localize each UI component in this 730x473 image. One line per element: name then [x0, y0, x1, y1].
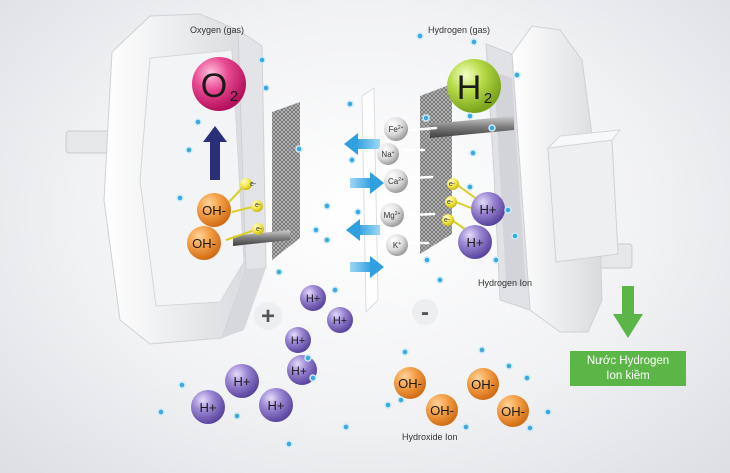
badge-line-2: Ion kiềm: [606, 369, 650, 382]
svg-text:H+: H+: [306, 293, 320, 305]
membrane: [361, 87, 379, 314]
oxygen-up-arrow: [203, 126, 227, 180]
flow-arrow-left: [344, 133, 380, 155]
hydroxide-ion: OH-: [467, 368, 499, 400]
positive-sign: +: [254, 302, 282, 330]
hydrogen-ion: H+: [285, 327, 311, 353]
svg-text:OH-: OH-: [430, 403, 454, 418]
output-down-arrow: [613, 286, 643, 338]
hydrogen-ion: H+: [458, 225, 492, 259]
cathode-mesh: [420, 84, 452, 254]
svg-text:H+: H+: [234, 374, 251, 389]
hydrogen-gas-label: Hydrogen (gas): [428, 25, 491, 35]
o2-molecule: O 2: [192, 57, 246, 111]
cathode-rod: [430, 116, 514, 138]
svg-text:H+: H+: [268, 398, 285, 413]
electron: e-: [252, 223, 264, 235]
water-particles: [157, 32, 552, 448]
svg-text:e-: e-: [255, 202, 262, 209]
electron: e-: [447, 178, 459, 190]
svg-text:H+: H+: [480, 202, 497, 217]
svg-text:OH-: OH-: [398, 376, 422, 391]
svg-text:O: O: [201, 67, 227, 105]
hydroxide-ion: OH-: [497, 395, 529, 427]
svg-text:e-: e-: [256, 226, 263, 233]
svg-text:H: H: [457, 69, 482, 107]
hydrogen-ion: H+: [327, 307, 353, 333]
hydroxide-ion: OH-: [197, 193, 231, 227]
mineral-ion: Fe2+: [384, 117, 408, 141]
oxygen-gas-label: Oxygen (gas): [190, 25, 245, 35]
svg-text:e-: e-: [250, 181, 257, 188]
svg-text:Mg2+: Mg2+: [384, 211, 401, 220]
hydroxide-ion: OH-: [426, 394, 458, 426]
svg-text:Fe2+: Fe2+: [388, 125, 403, 134]
electron: e-: [445, 196, 457, 208]
alkaline-water-badge: Nước Hydrogen Ion kiềm: [570, 351, 686, 386]
svg-text:2: 2: [230, 88, 238, 105]
flow-arrows: [344, 133, 384, 278]
flow-arrow-left: [346, 219, 380, 241]
svg-text:K+: K+: [393, 241, 401, 250]
mineral-ion: Ca2+: [384, 169, 408, 193]
svg-text:e-: e-: [444, 217, 451, 224]
flow-arrow-right: [350, 172, 384, 194]
h2-molecule: H 2: [447, 59, 501, 113]
mineral-ion: Mg2+: [380, 203, 404, 227]
svg-text:-: -: [421, 299, 429, 326]
hydroxide-ion: OH-: [187, 226, 221, 260]
svg-text:H+: H+: [200, 400, 217, 415]
svg-text:e-: e-: [449, 181, 456, 188]
flow-arrow-right: [350, 256, 384, 278]
svg-text:H+: H+: [291, 364, 307, 378]
svg-text:H+: H+: [291, 335, 305, 347]
hydrogen-ion: H+: [225, 364, 259, 398]
electron: e-: [240, 178, 257, 190]
svg-text:OH-: OH-: [471, 377, 495, 392]
mineral-streaks: [402, 126, 438, 245]
svg-text:+: +: [261, 303, 275, 330]
electron: e-: [251, 200, 263, 212]
svg-text:H+: H+: [333, 315, 347, 327]
badge-line-1: Nước Hydrogen: [586, 354, 670, 367]
hydroxide-ion-label: Hydroxide Ion: [402, 432, 458, 442]
svg-text:e-: e-: [447, 199, 454, 206]
hydrogen-ion: H+: [259, 388, 293, 422]
anode-rod: [233, 230, 290, 246]
mineral-ion: Na+: [377, 143, 399, 165]
anode-mesh: [272, 102, 300, 260]
electron: e-: [442, 214, 454, 226]
svg-text:2: 2: [484, 90, 492, 107]
mineral-ion: K+: [386, 234, 408, 256]
svg-text:H+: H+: [467, 235, 484, 250]
negative-sign: -: [412, 299, 438, 326]
hydroxide-ion: OH-: [394, 367, 426, 399]
hydrogen-ion: H+: [191, 390, 225, 424]
svg-text:OH-: OH-: [192, 236, 216, 251]
hydrogen-ion: H+: [300, 285, 326, 311]
svg-text:Na+: Na+: [381, 150, 394, 159]
svg-text:OH-: OH-: [501, 404, 525, 419]
hydrogen-ion-label: Hydrogen Ion: [478, 278, 533, 288]
hydrogen-ion: H+: [471, 192, 505, 226]
svg-text:Ca2+: Ca2+: [388, 177, 404, 186]
svg-text:OH-: OH-: [202, 203, 226, 218]
